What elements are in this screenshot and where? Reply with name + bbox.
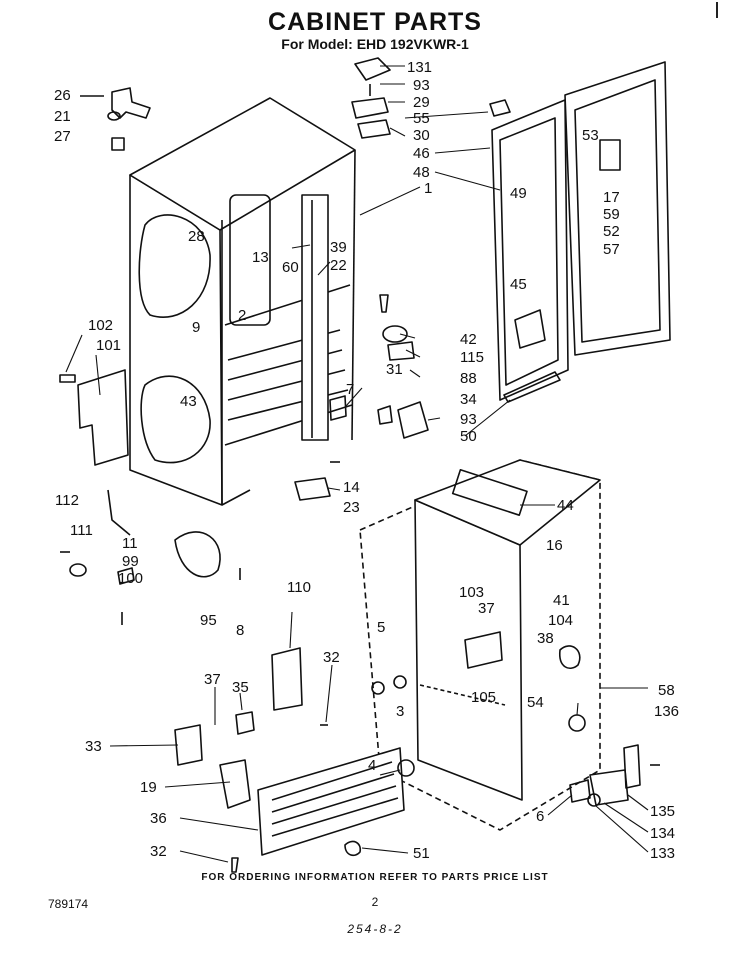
callout-label: 42 bbox=[460, 331, 477, 348]
callout-label: 103 bbox=[459, 584, 484, 601]
leader-lines bbox=[65, 65, 649, 863]
callout-label: 133 bbox=[650, 845, 675, 862]
callout-label: 44 bbox=[557, 497, 574, 514]
callout-label: 7 bbox=[346, 381, 354, 398]
callout-label: 2 bbox=[238, 307, 246, 324]
callout-label: 36 bbox=[150, 810, 167, 827]
callout-label: 88 bbox=[460, 370, 477, 387]
callout-label: 33 bbox=[85, 738, 102, 755]
document-number: 789174 bbox=[48, 897, 89, 911]
model-subtitle: For Model: EHD 192VKWR-1 bbox=[281, 36, 469, 52]
callout-label: 5 bbox=[377, 619, 385, 636]
callout-label: 95 bbox=[200, 612, 217, 629]
callout-label: 102 bbox=[88, 317, 113, 334]
callout-label: 136 bbox=[654, 703, 679, 720]
control-and-tube-parts bbox=[59, 369, 241, 625]
callout-label: 57 bbox=[603, 241, 620, 258]
callout-label: 16 bbox=[546, 537, 563, 554]
callout-label: 14 bbox=[343, 479, 360, 496]
callout-label: 37 bbox=[204, 671, 221, 688]
door-hinge-lower-parts bbox=[569, 744, 660, 807]
callout-label: 1 bbox=[424, 180, 432, 197]
callout-label: 49 bbox=[510, 185, 527, 202]
callout-label: 46 bbox=[413, 145, 430, 162]
callout-label: 48 bbox=[413, 164, 430, 181]
callout-label: 29 bbox=[413, 94, 430, 111]
callout-label: 38 bbox=[537, 630, 554, 647]
callout-label: 34 bbox=[460, 391, 477, 408]
callout-label: 11 bbox=[122, 535, 138, 552]
callout-label: 50 bbox=[460, 428, 477, 445]
callout-label: 93 bbox=[413, 77, 430, 94]
callout-label: 51 bbox=[413, 845, 430, 862]
diagram-title: CABINET PARTS bbox=[268, 8, 482, 36]
callout-label: 112 bbox=[55, 492, 79, 509]
callout-label: 22 bbox=[330, 257, 347, 274]
edge-mark bbox=[716, 2, 718, 18]
page-number: 2 bbox=[371, 895, 379, 909]
callout-label: 131 bbox=[407, 59, 432, 76]
callout-label: 54 bbox=[527, 694, 544, 711]
callout-label: 135 bbox=[650, 803, 675, 820]
freezer-door-assembly bbox=[359, 459, 601, 831]
callout-label: 101 bbox=[96, 337, 121, 354]
callout-label: 4 bbox=[368, 757, 376, 774]
switch-assembly bbox=[294, 461, 340, 501]
callout-label: 105 bbox=[471, 689, 496, 706]
cabinet-liner bbox=[129, 97, 356, 506]
callout-label: 59 bbox=[603, 206, 620, 223]
top-hinge-parts bbox=[351, 57, 511, 139]
callout-label: 6 bbox=[536, 808, 544, 825]
callout-label: 115 bbox=[460, 349, 484, 366]
callout-label: 43 bbox=[180, 393, 197, 410]
callout-label: 30 bbox=[413, 127, 430, 144]
callout-label: 99 bbox=[122, 553, 139, 570]
callout-label: 45 bbox=[510, 276, 527, 293]
callout-label: 21 bbox=[54, 108, 71, 125]
callout-label: 55 bbox=[413, 110, 430, 127]
callout-label: 13 bbox=[252, 249, 269, 266]
callout-labels: 26 21 27 131 93 29 55 30 46 48 1 28 13 6… bbox=[54, 59, 679, 862]
callout-label: 100 bbox=[118, 570, 143, 587]
handwritten-note: 254-8-2 bbox=[347, 922, 403, 936]
door-gasket-panels bbox=[491, 61, 671, 403]
callout-label: 58 bbox=[658, 682, 675, 699]
callout-label: 3 bbox=[396, 703, 404, 720]
callout-label: 27 bbox=[54, 128, 71, 145]
shelf-bracket-parts bbox=[80, 87, 151, 151]
callout-label: 134 bbox=[650, 825, 675, 842]
callout-label: 111 bbox=[70, 522, 93, 539]
callout-label: 19 bbox=[140, 779, 157, 796]
callout-label: 37 bbox=[478, 600, 495, 617]
callout-label: 93 bbox=[460, 411, 477, 428]
callout-label: 32 bbox=[150, 843, 167, 860]
callout-label: 35 bbox=[232, 679, 249, 696]
callout-label: 23 bbox=[343, 499, 360, 516]
callout-label: 26 bbox=[54, 87, 71, 104]
callout-label: 32 bbox=[323, 649, 340, 666]
ordering-footer-note: FOR ORDERING INFORMATION REFER TO PARTS … bbox=[201, 872, 549, 883]
callout-label: 31 bbox=[386, 361, 403, 378]
callout-label: 39 bbox=[330, 239, 347, 256]
callout-label: 110 bbox=[287, 579, 311, 596]
callout-label: 52 bbox=[603, 223, 620, 240]
center-hinge-parts bbox=[329, 294, 429, 439]
callout-label: 8 bbox=[236, 622, 244, 639]
callout-label: 104 bbox=[548, 612, 573, 629]
callout-label: 9 bbox=[192, 319, 200, 336]
callout-label: 41 bbox=[553, 592, 570, 609]
toe-grille-parts bbox=[174, 647, 415, 873]
callout-label: 28 bbox=[188, 228, 205, 245]
callout-label: 53 bbox=[582, 127, 599, 144]
callout-label: 60 bbox=[282, 259, 299, 276]
callout-label: 17 bbox=[603, 189, 620, 206]
